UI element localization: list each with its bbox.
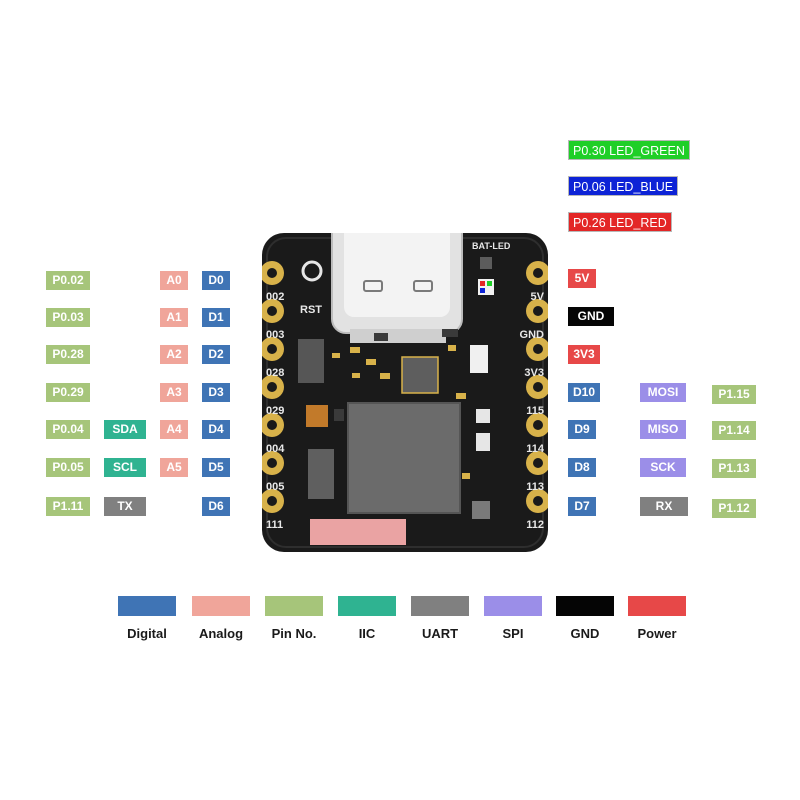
silk-right-114: 114: [526, 443, 545, 455]
legend-label-power: Power: [637, 626, 677, 641]
gnd-label: GND: [568, 307, 614, 326]
power-label-3v3: 3V3: [568, 345, 600, 364]
silk-left-028: 028: [266, 367, 284, 379]
power-label-5v: 5V: [568, 269, 596, 288]
spi-label-miso: MISO: [640, 420, 686, 439]
silk-right-3v3: 3V3: [524, 367, 544, 379]
silk-right-115: 115: [526, 405, 544, 417]
digital-label-d10: D10: [568, 383, 600, 402]
legend-swatch-digital: [118, 596, 176, 616]
pin-label-p1-11: P1.11: [46, 497, 90, 516]
silk-left-111: 111: [266, 519, 283, 531]
legend-swatch-analog: [192, 596, 250, 616]
legend-swatch-power: [628, 596, 686, 616]
digital-label-d3: D3: [202, 383, 230, 402]
legend-swatch-iic: [338, 596, 396, 616]
silk-rst: RST: [300, 304, 322, 316]
spi-label-sck: SCK: [640, 458, 686, 477]
pin-label-p1-14: P1.14: [712, 421, 756, 440]
legend-label-iic: IIC: [358, 626, 376, 641]
pin-label-p0-04: P0.04: [46, 420, 90, 439]
usb-c-connector-icon: [331, 233, 463, 343]
legend-swatch-uart: [411, 596, 469, 616]
silk-right-113: 113: [526, 481, 544, 493]
analog-label-a4: A4: [160, 420, 188, 439]
digital-label-d0: D0: [202, 271, 230, 290]
iic-label-scl: SCL: [104, 458, 146, 477]
iic-label-sda: SDA: [104, 420, 146, 439]
analog-label-a5: A5: [160, 458, 188, 477]
pin-label-p0-03: P0.03: [46, 308, 90, 327]
analog-label-a2: A2: [160, 345, 188, 364]
led-green-label: P0.30 LED_GREEN: [568, 140, 690, 160]
legend-label-spi: SPI: [502, 626, 524, 641]
left-pads: [262, 261, 284, 513]
uart-label-tx: TX: [104, 497, 146, 516]
legend-label-analog: Analog: [198, 626, 244, 641]
right-pads: [526, 261, 548, 513]
silk-left-005: 005: [266, 481, 284, 493]
legend-label-digital: Digital: [127, 626, 167, 641]
pin-label-p1-15: P1.15: [712, 385, 756, 404]
pin-label-p1-13: P1.13: [712, 459, 756, 478]
reset-button-icon: [301, 260, 323, 282]
battery-pads: [310, 519, 406, 545]
silk-right-5v: 5V: [531, 291, 545, 303]
legend-label-gnd: GND: [570, 626, 600, 641]
silk-left-004: 004: [266, 443, 285, 455]
digital-label-d4: D4: [202, 420, 230, 439]
led-blue-label: P0.06 LED_BLUE: [568, 176, 679, 196]
digital-label-d7: D7: [568, 497, 596, 516]
analog-label-a0: A0: [160, 271, 188, 290]
silk-left-003: 003: [266, 329, 284, 341]
digital-label-d2: D2: [202, 345, 230, 364]
legend-label-uart: UART: [421, 626, 459, 641]
silk-left-002: 002: [266, 291, 284, 303]
legend-swatch-gnd: [556, 596, 614, 616]
analog-label-a3: A3: [160, 383, 188, 402]
board-image: 002 003 028 029 004 005 111 5V GND 3V3 1…: [262, 233, 548, 552]
silk-left-029: 029: [266, 405, 284, 417]
pin-label-p1-12: P1.12: [712, 499, 756, 518]
silk-right-gnd: GND: [520, 329, 545, 341]
pin-label-p0-28: P0.28: [46, 345, 90, 364]
digital-label-d1: D1: [202, 308, 230, 327]
rgb-led-icon: [478, 279, 494, 295]
digital-label-d5: D5: [202, 458, 230, 477]
silk-bat-led: BAT-LED: [472, 241, 511, 251]
analog-label-a1: A1: [160, 308, 188, 327]
digital-label-d9: D9: [568, 420, 596, 439]
digital-label-d8: D8: [568, 458, 596, 477]
pin-label-p0-02: P0.02: [46, 271, 90, 290]
pin-label-p0-29: P0.29: [46, 383, 90, 402]
led-red-label: P0.26 LED_RED: [568, 212, 672, 232]
main-chip: [347, 402, 461, 514]
spi-label-mosi: MOSI: [640, 383, 686, 402]
digital-label-d6: D6: [202, 497, 230, 516]
legend-swatch-pin-no: [265, 596, 323, 616]
uart-label-rx: RX: [640, 497, 688, 516]
silk-right-112: 112: [526, 519, 544, 531]
pin-label-p0-05: P0.05: [46, 458, 90, 477]
legend-label-pin-no: Pin No.: [271, 626, 317, 641]
legend-swatch-spi: [484, 596, 542, 616]
